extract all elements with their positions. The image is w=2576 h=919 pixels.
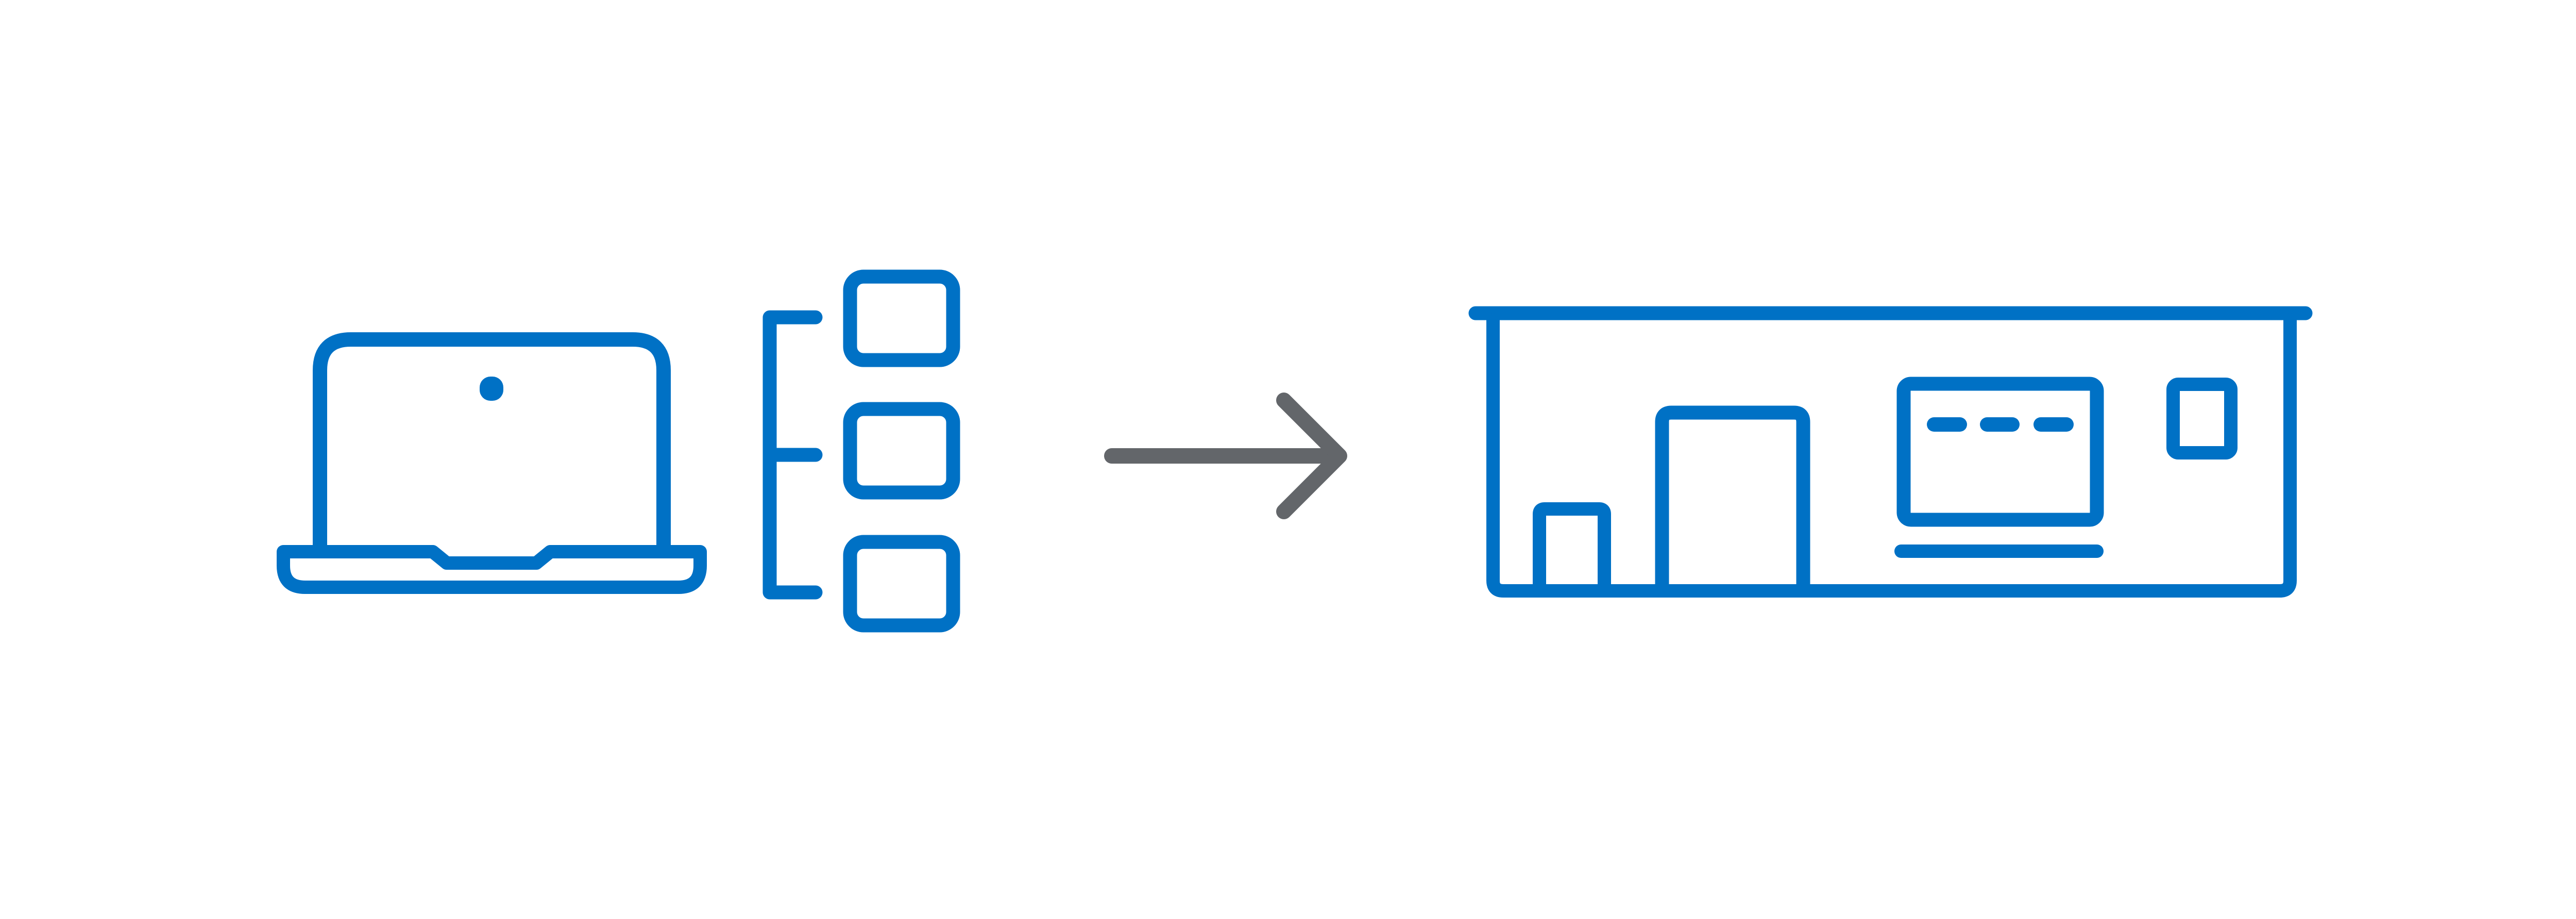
laptop-screen — [313, 332, 671, 545]
building-crate — [1533, 502, 1611, 594]
sign-dash — [1980, 417, 2020, 432]
building-door — [1655, 405, 1810, 594]
laptop-webcam-dot — [480, 377, 503, 401]
laptop-base — [277, 545, 707, 594]
building-sign-panel — [1896, 377, 2104, 527]
sign-dash — [1927, 417, 1967, 432]
building-walls-floor — [1486, 313, 2297, 598]
arrow-head — [1276, 393, 1347, 519]
laptop-icon — [277, 332, 707, 594]
tree-node-middle — [843, 402, 960, 500]
sign-dash — [2033, 417, 2074, 432]
building-sign-dashes — [1927, 417, 2074, 432]
tree-node-top — [843, 269, 960, 367]
data-center-building-icon — [1468, 306, 2313, 598]
building-small-window — [2166, 378, 2238, 460]
tree-nodes-icon — [762, 269, 960, 633]
tree-node-bottom — [843, 535, 960, 633]
arrow-right-icon — [1104, 393, 1347, 519]
